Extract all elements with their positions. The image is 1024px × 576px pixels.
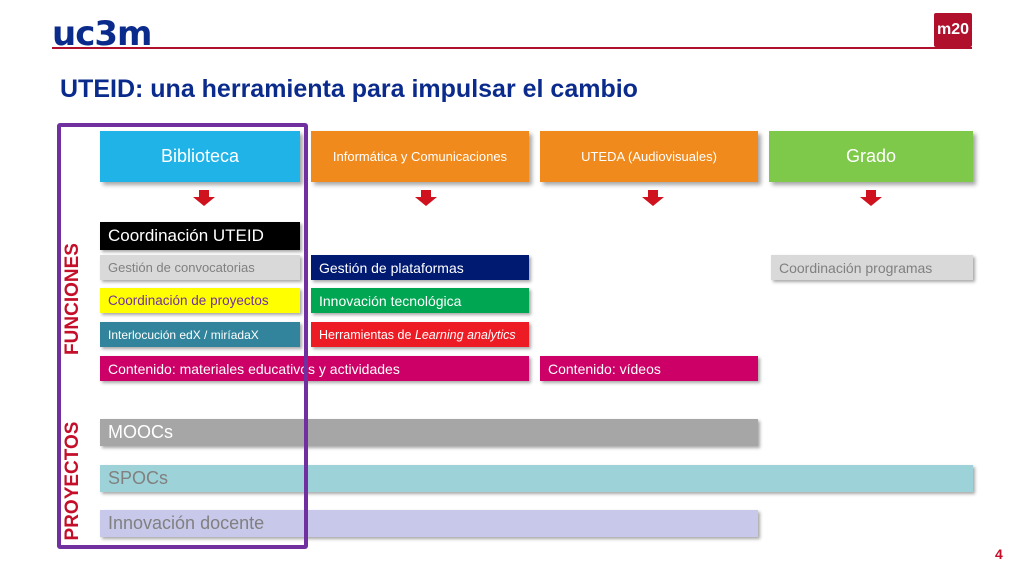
coordinacion-proyectos-box: Coordinación de proyectos bbox=[100, 288, 300, 313]
moocs-bar: MOOCs bbox=[100, 419, 758, 446]
page-number: 4 bbox=[995, 546, 1003, 562]
dept-grado: Grado bbox=[769, 131, 973, 182]
down-arrow-icon bbox=[193, 190, 215, 206]
gestion-plataformas-box: Gestión de plataformas bbox=[311, 255, 529, 280]
dept-informatica: Informática y Comunicaciones bbox=[311, 131, 529, 182]
innovacion-tecnologica-box: Innovación tecnológica bbox=[311, 288, 529, 313]
contenido-videos-box: Contenido: vídeos bbox=[540, 356, 758, 381]
dept-uteda: UTEDA (Audiovisuales) bbox=[540, 131, 758, 182]
coordinacion-programas-box: Coordinación programas bbox=[771, 255, 973, 280]
herramientas-learning-box: Herramientas de Learning analytics bbox=[311, 322, 529, 347]
down-arrow-icon bbox=[860, 190, 882, 206]
dept-biblioteca: Biblioteca bbox=[100, 131, 300, 182]
header-divider bbox=[52, 47, 972, 49]
slide-title: UTEID: una herramienta para impulsar el … bbox=[60, 75, 638, 103]
learning-analytics-text: Learning analytics bbox=[414, 327, 516, 342]
spocs-bar: SPOCs bbox=[100, 465, 973, 492]
down-arrow-icon bbox=[642, 190, 664, 206]
gestion-convocatorias-box: Gestión de convocatorias bbox=[100, 255, 300, 280]
biblioteca-highlight-frame bbox=[57, 123, 308, 549]
coordinacion-uteid-box: Coordinación UTEID bbox=[100, 222, 300, 250]
innovacion-docente-bar: Innovación docente bbox=[100, 510, 758, 537]
contenido-materiales-box: Contenido: materiales educativos y activ… bbox=[100, 356, 529, 381]
down-arrow-icon bbox=[415, 190, 437, 206]
interlocucion-box: Interlocución edX / miríadaX bbox=[100, 322, 300, 347]
m20-logo: m20 bbox=[934, 13, 972, 47]
herramientas-text: Herramientas de bbox=[319, 327, 415, 342]
